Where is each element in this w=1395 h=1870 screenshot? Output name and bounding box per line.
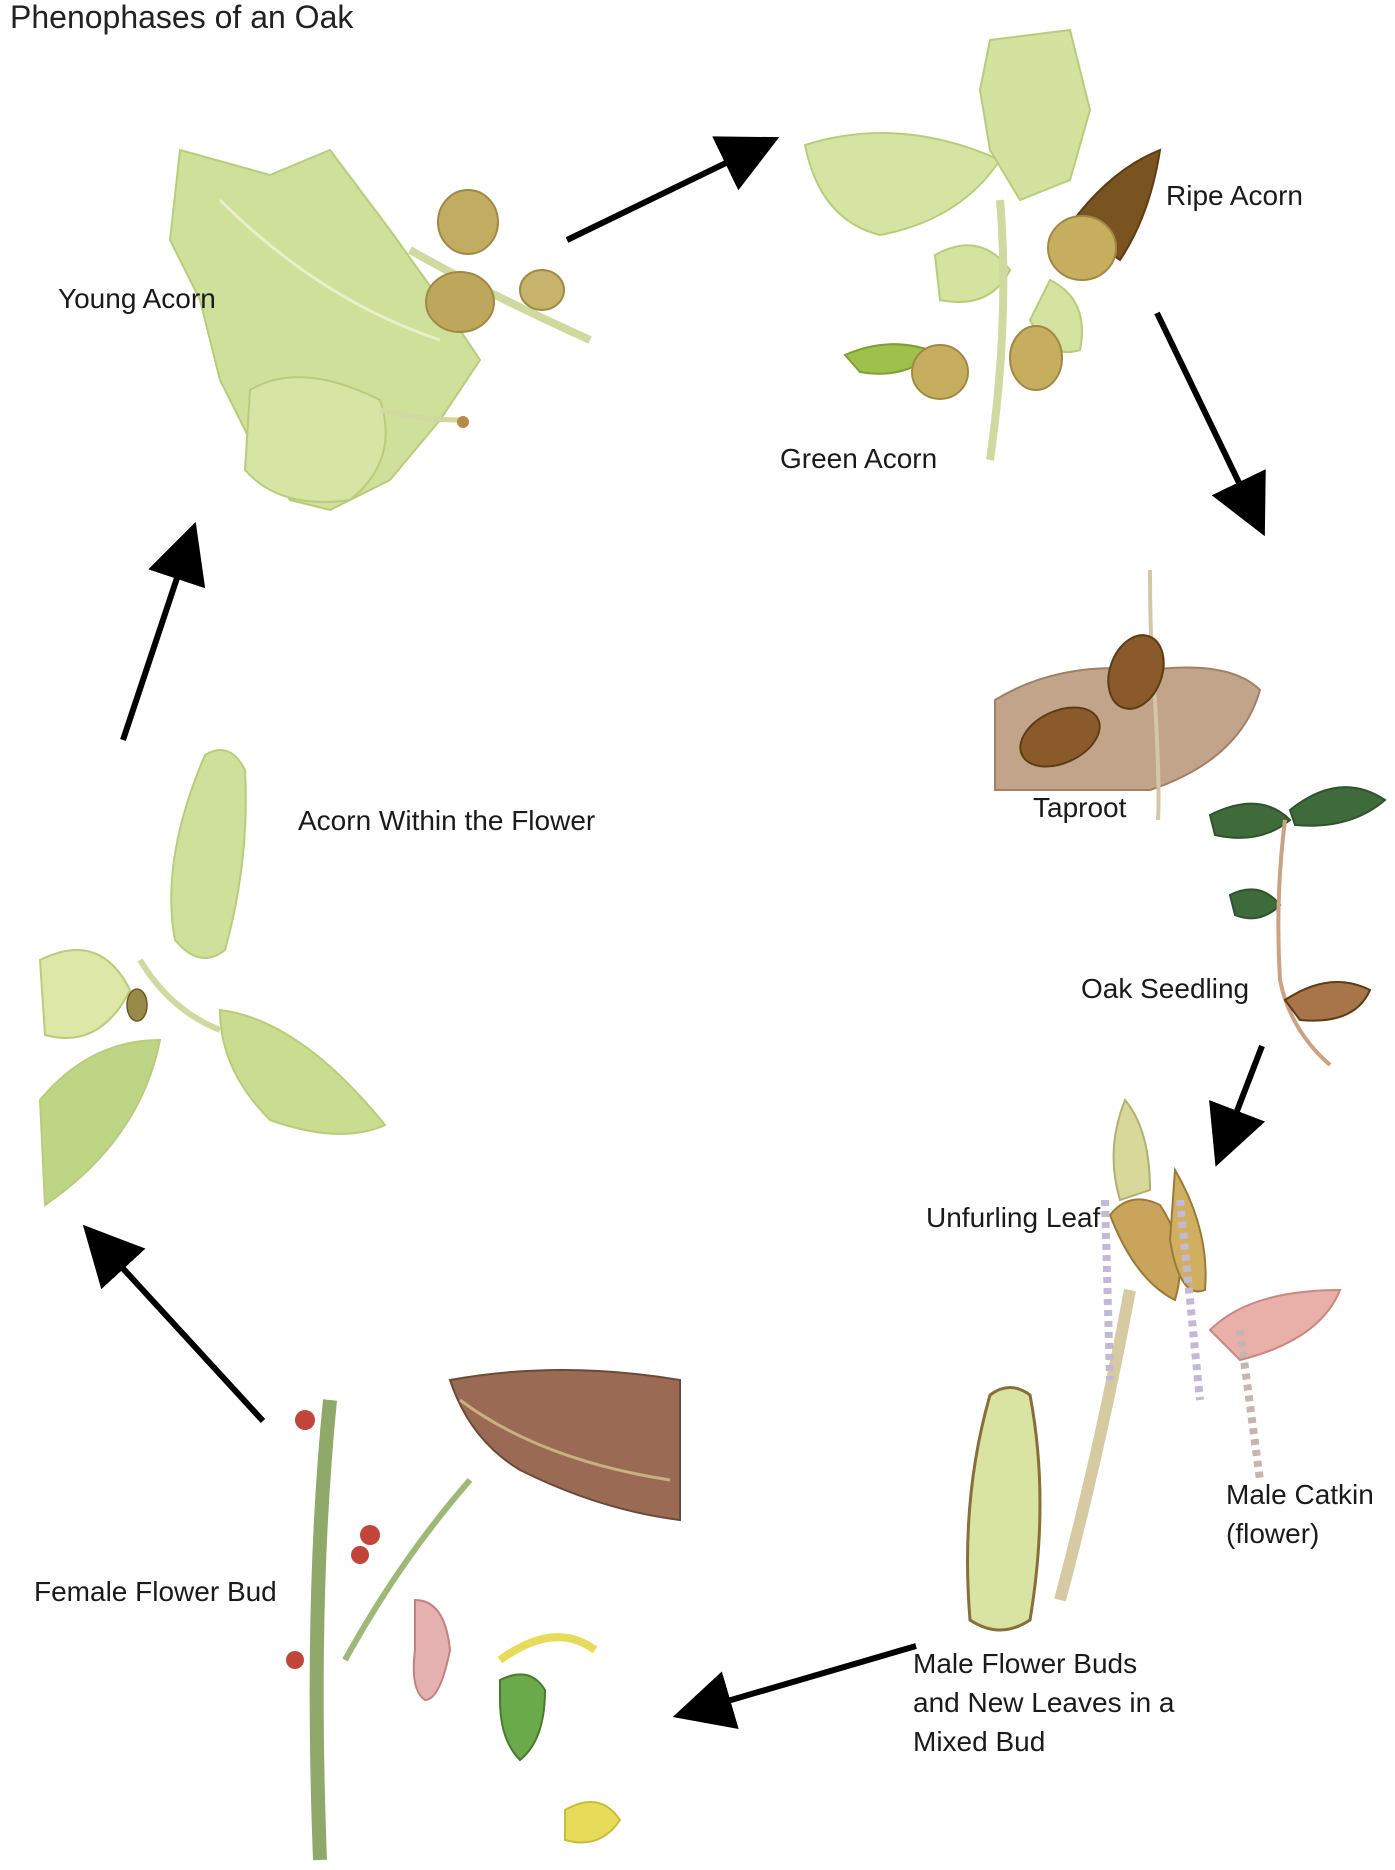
label-male-catkin-flower: (flower) [1226,1514,1319,1554]
arrow-female-to-acorn-flower [95,1238,263,1421]
label-taproot: Taproot [1033,788,1126,828]
label-acorn-within-flower: Acorn Within the Flower [298,801,595,841]
arrow-acorn-flower-to-young [123,539,190,740]
label-male-buds-line2: and New Leaves in a [913,1683,1175,1723]
arrow-young-to-ripe [567,145,763,240]
label-young-acorn: Young Acorn [58,279,216,319]
label-ripe-acorn: Ripe Acorn [1166,176,1303,216]
label-male-buds-line1: Male Flower Buds [913,1644,1137,1684]
arrow-ripe-to-taproot [1157,313,1257,520]
label-green-acorn: Green Acorn [780,439,937,479]
label-male-buds-line3: Mixed Bud [913,1722,1045,1762]
label-female-flower-bud: Female Flower Bud [34,1572,277,1612]
arrow-catkin-to-female [690,1646,916,1712]
label-oak-seedling: Oak Seedling [1081,969,1249,1009]
arrow-seedling-to-catkin [1222,1046,1262,1150]
label-male-catkin: Male Catkin [1226,1475,1374,1515]
label-unfurling-leaf: Unfurling Leaf [926,1198,1100,1238]
